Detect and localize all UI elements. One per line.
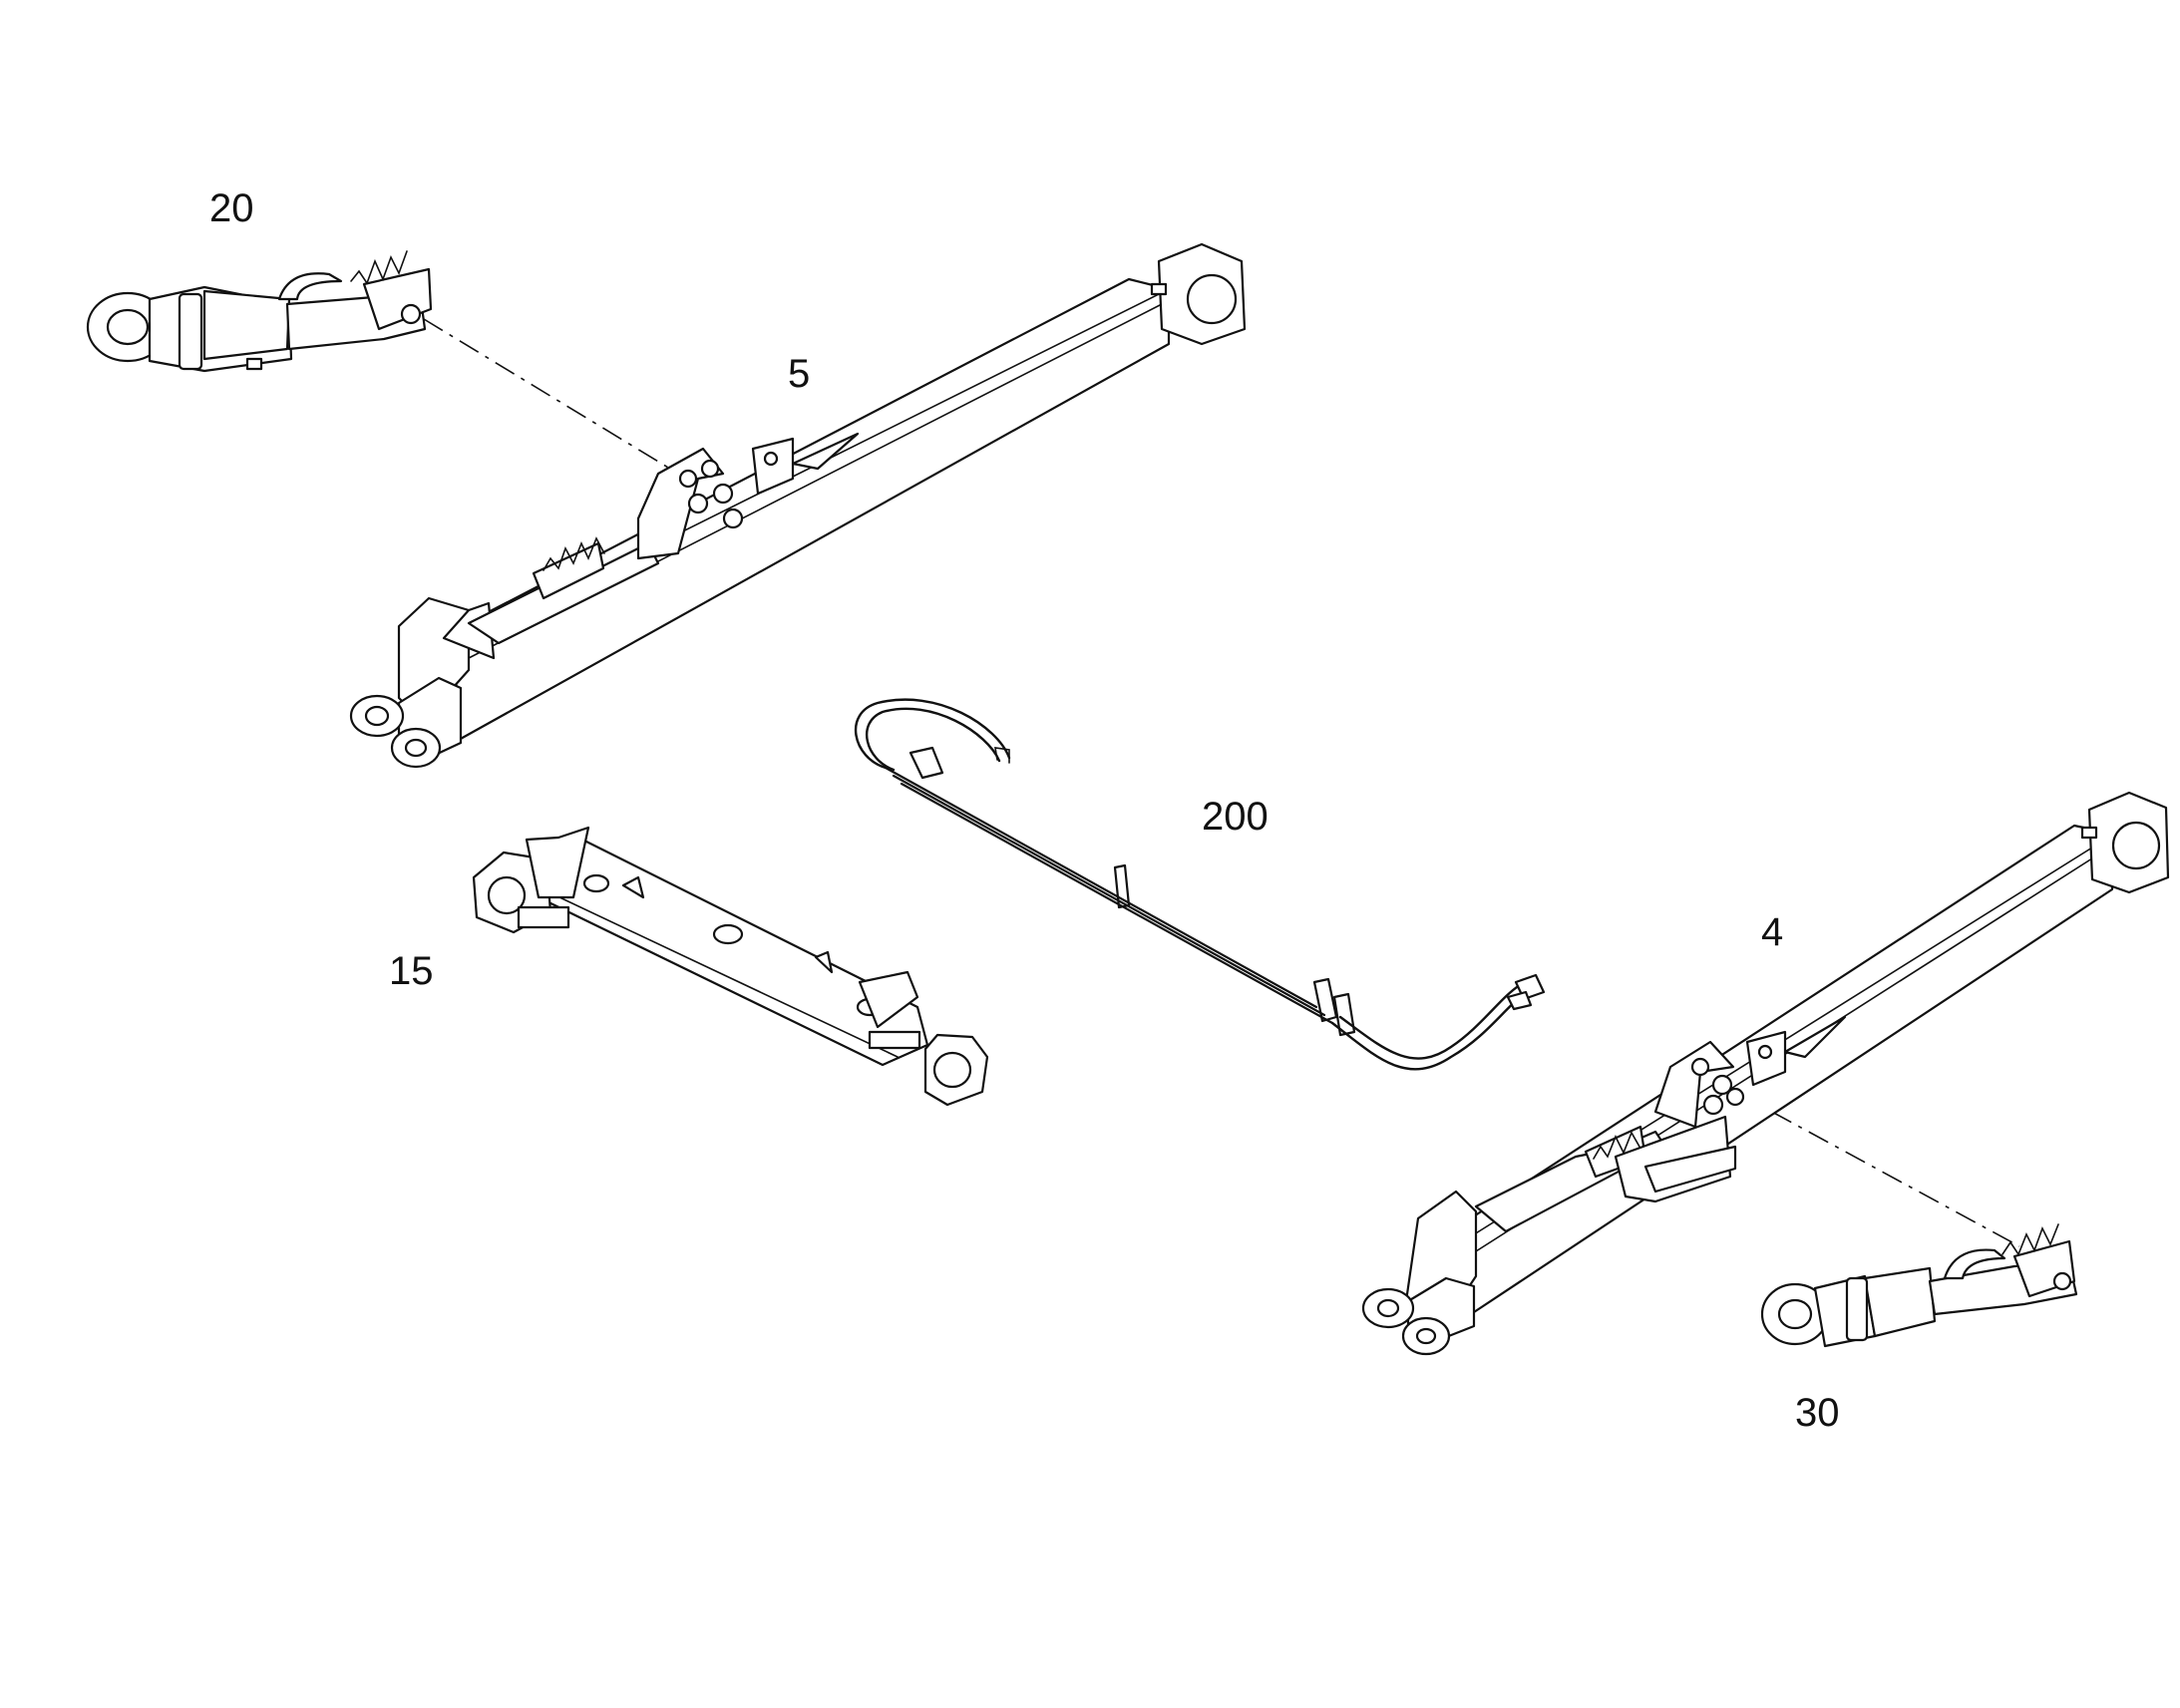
- callout-30: 30: [1795, 1391, 1840, 1435]
- part-20-cylinder: [86, 250, 433, 373]
- callout-4: 4: [1761, 910, 1783, 954]
- part-30-cylinder: [1760, 1223, 2078, 1348]
- part-15-cross-member: [472, 826, 989, 1107]
- callout-15: 15: [389, 949, 434, 993]
- callout-5: 5: [788, 352, 810, 396]
- part-4-boom-arm: [1361, 791, 2170, 1356]
- alignment-line-upper: [423, 318, 679, 475]
- callout-200: 200: [1202, 795, 1269, 839]
- part-200-hose-harness: [854, 698, 1546, 1071]
- callout-20: 20: [209, 186, 254, 230]
- part-5-boom-arm: [349, 242, 1247, 769]
- alignment-line-lower: [1734, 1091, 2020, 1247]
